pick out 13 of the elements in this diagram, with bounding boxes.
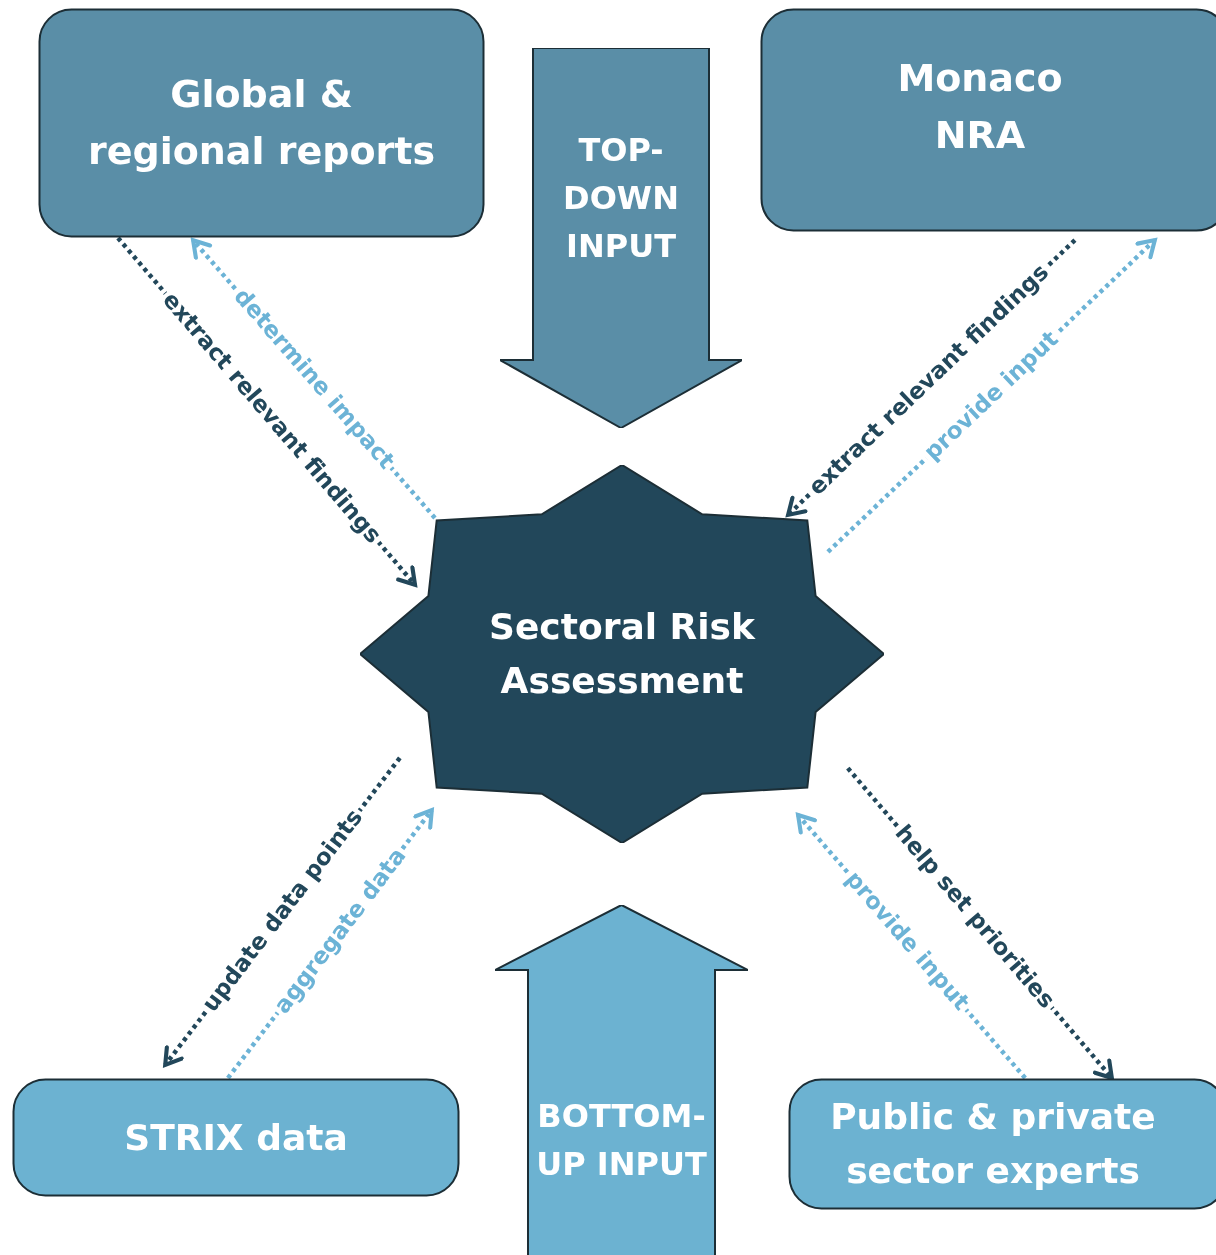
node-label: Sectoral Risk Assessment — [488, 605, 757, 703]
node-label: Global & regional reports — [86, 71, 437, 175]
node-label: Public & private sector experts — [829, 1095, 1157, 1193]
node-label: BOTTOM-UP INPUT — [535, 1096, 708, 1185]
node-label: STRIX data — [124, 1115, 348, 1160]
block-arrow — [500, 48, 742, 428]
rounded-box — [760, 8, 1216, 232]
rounded-box — [12, 1078, 460, 1197]
node-label: Monaco NRA — [896, 55, 1064, 159]
block-arrow — [495, 905, 748, 1255]
rounded-box — [38, 8, 485, 238]
node-label: TOP-DOWN INPUT — [562, 130, 680, 267]
rounded-box — [788, 1078, 1216, 1210]
